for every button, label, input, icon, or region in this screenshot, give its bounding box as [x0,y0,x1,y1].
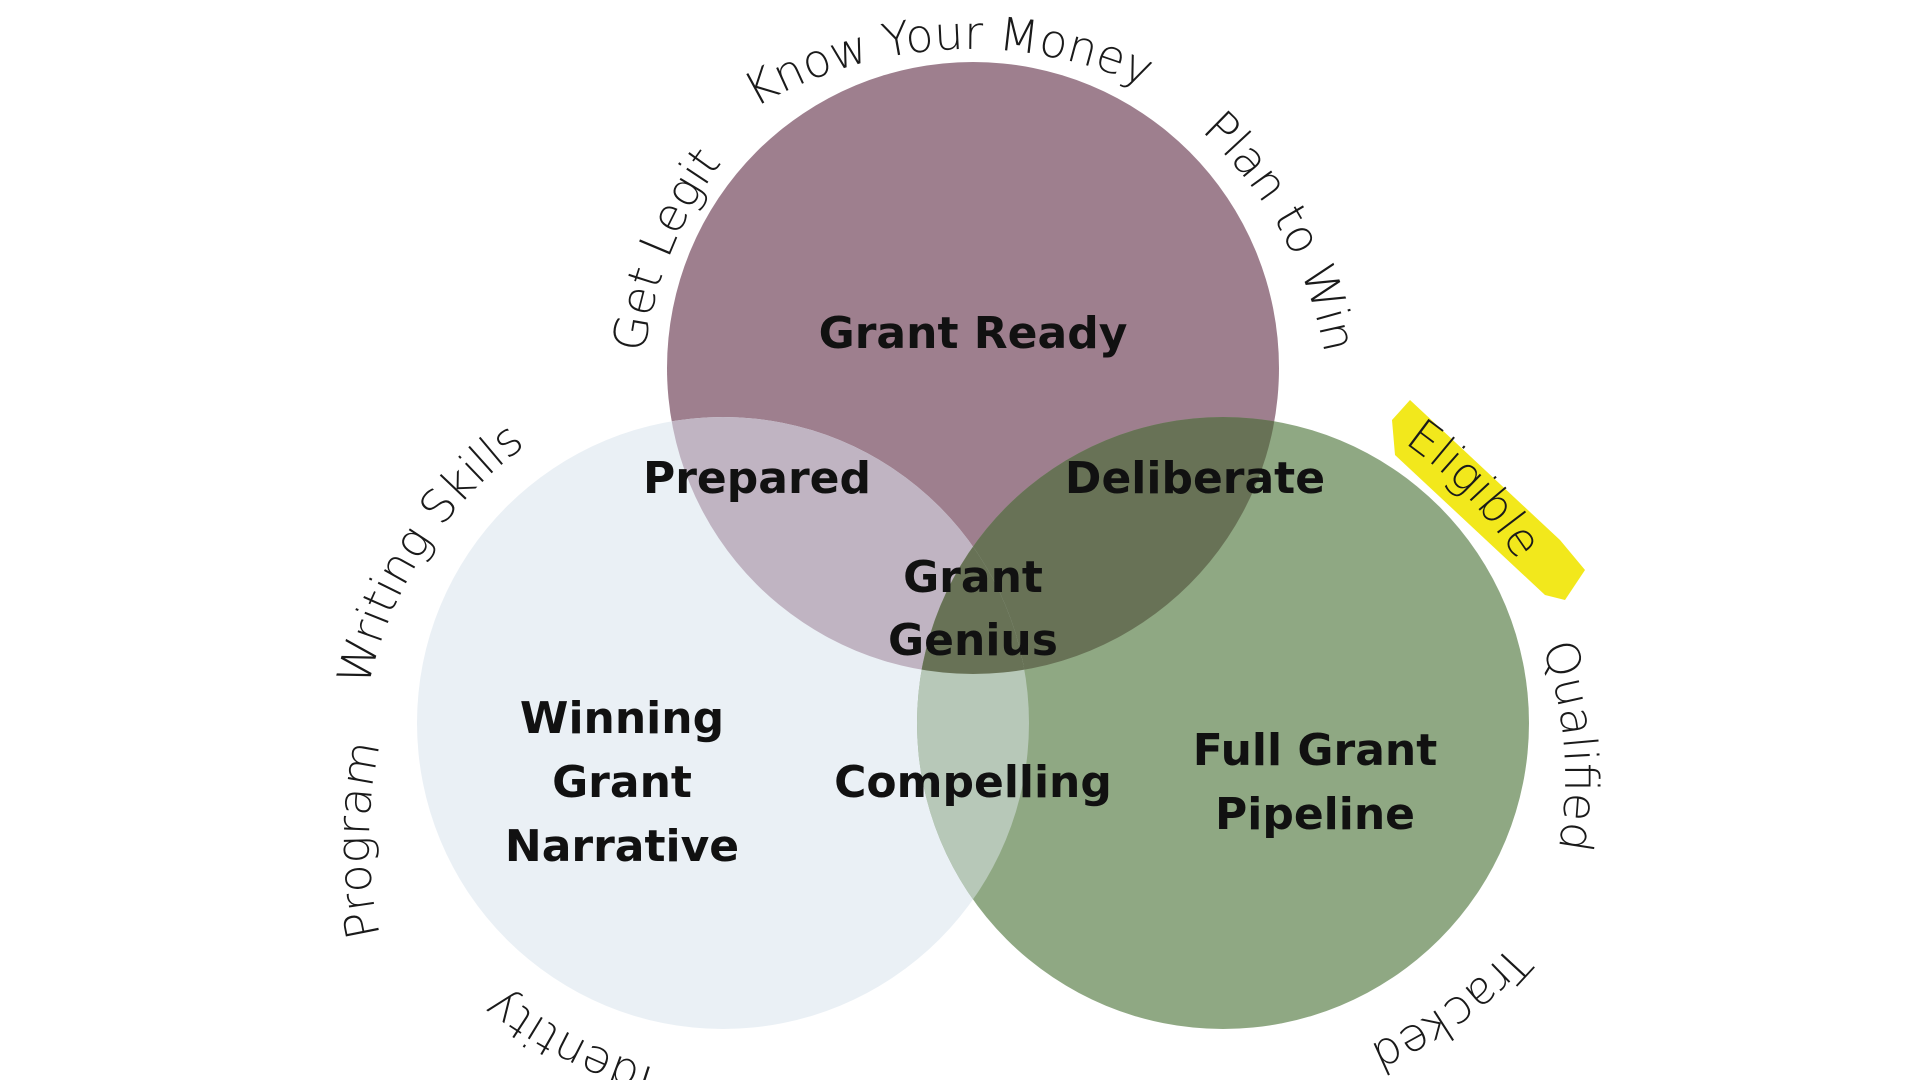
deliberate-label: Deliberate [1065,453,1325,504]
eligible-highlight [1392,400,1585,600]
pipeline-label-line1: Full Grant [1193,725,1438,776]
grant-genius-label-line2: Genius [888,615,1058,666]
compelling-label: Compelling [834,757,1112,808]
program-label: Program [326,737,391,944]
grant-ready-label: Grant Ready [819,308,1128,359]
deliberate-overlap [917,417,1279,674]
narrative-label-line1: Winning [520,693,724,744]
grant-genius-label-line1: Grant [903,552,1043,603]
qualified-label: Qualified [1532,633,1608,855]
prepared-overlap [667,417,1029,674]
narrative-label-line2: Grant [552,757,692,808]
pipeline-label-line2: Pipeline [1215,789,1415,840]
narrative-label-line3: Narrative [505,821,739,872]
prepared-label: Prepared [643,453,871,504]
